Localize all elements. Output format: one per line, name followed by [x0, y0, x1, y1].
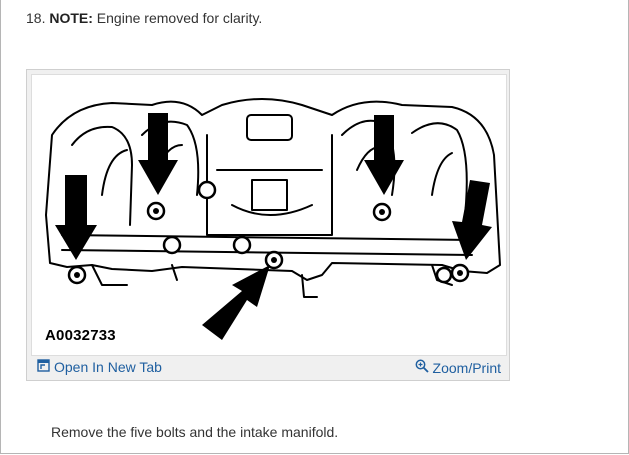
step-number: 18. — [26, 10, 46, 26]
figure-code: A0032733 — [45, 327, 116, 344]
open-in-new-tab-label: Open In New Tab — [54, 359, 162, 375]
zoom-print-label: Zoom/Print — [432, 359, 501, 376]
note-text: Engine removed for clarity. — [92, 10, 263, 26]
zoom-magnifier-icon — [415, 359, 429, 376]
note-label: NOTE: — [49, 10, 93, 26]
instruction-text: Remove the five bolts and the intake man… — [51, 424, 339, 440]
open-in-new-tab-link[interactable]: Open In New Tab — [37, 359, 162, 375]
intake-manifold-illustration — [45, 98, 501, 340]
open-in-new-tab-icon — [37, 359, 50, 375]
figure-image[interactable]: A0032733 — [31, 74, 507, 356]
figure-panel: A0032733 Open In New Tab Zoom/Print — [26, 69, 510, 381]
figure-toolbar: Open In New Tab Zoom/Print — [31, 356, 505, 378]
zoom-print-link[interactable]: Zoom/Print — [415, 359, 501, 376]
step-note: 18. NOTE: Engine removed for clarity. — [26, 10, 262, 26]
